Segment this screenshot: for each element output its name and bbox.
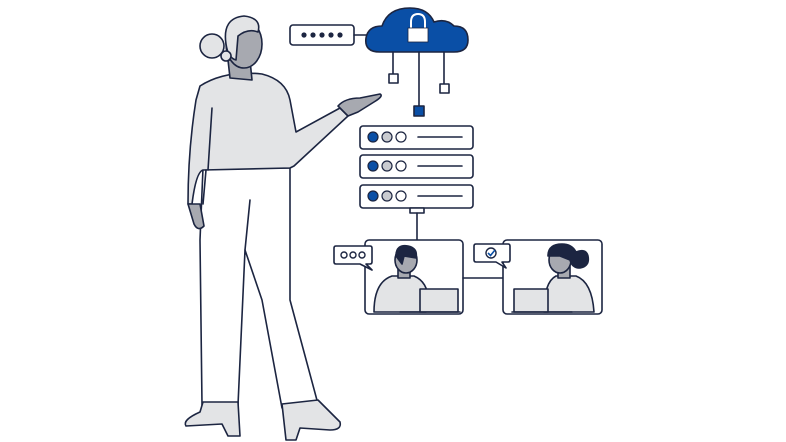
video-call-panel-left: [364, 239, 464, 315]
video-call-panel-right: [502, 239, 603, 315]
person-left-hand: [187, 203, 205, 230]
server-unit: [359, 154, 474, 179]
laptop-icon: [399, 288, 461, 313]
padlock-icon: [407, 12, 429, 43]
password-field-icon: [289, 24, 373, 46]
laptop-icon: [511, 288, 573, 313]
person-right-boot: [281, 399, 342, 441]
standing-person: [184, 15, 382, 441]
person-hair: [224, 15, 260, 61]
server-unit: [359, 184, 474, 209]
chat-bubble-icon: [473, 243, 511, 269]
server-unit: [359, 125, 474, 150]
chat-bubble-icon: [333, 245, 373, 271]
server-rack-icon: [359, 125, 474, 241]
cloud-icon: [364, 7, 469, 117]
person-left-boot: [184, 401, 241, 437]
person-trousers: [199, 167, 319, 409]
person-raised-hand: [337, 93, 382, 117]
person-hair-bun: [199, 33, 225, 59]
checkmark-icon: [485, 247, 497, 259]
